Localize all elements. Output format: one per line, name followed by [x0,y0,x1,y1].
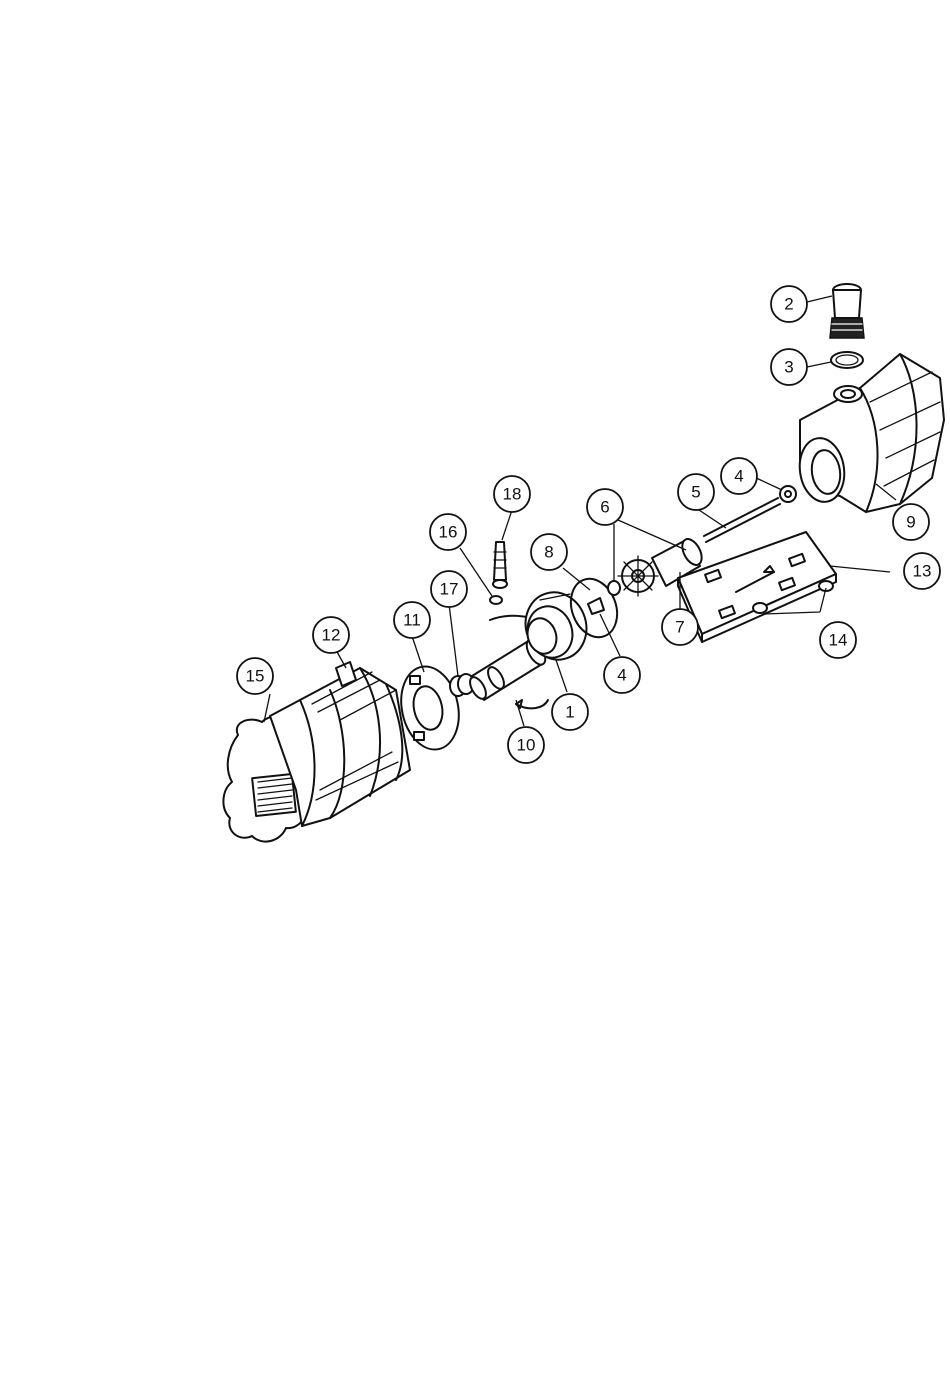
callout-8: 8 [531,534,567,570]
callout-7-label: 7 [675,618,684,637]
part-13-base-plate [678,532,836,642]
callout-6: 6 [587,489,623,525]
callout-15-label: 15 [246,667,265,686]
callout-16-label: 16 [439,523,458,542]
part-5-rod [704,498,780,542]
callout-10-label: 10 [517,736,536,755]
callout-12: 12 [313,617,349,653]
callout-3-label: 3 [784,358,793,377]
callout-11: 11 [394,602,430,638]
callout-3: 3 [771,349,807,385]
part-18-inlet-fitting [493,542,507,588]
callout-5-label: 5 [691,483,700,502]
callout-14: 14 [820,622,856,658]
callout-4-top-label: 4 [734,467,743,486]
part-9-pump-body [796,354,944,512]
callout-11-label: 11 [403,611,421,630]
callout-15: 15 [237,658,273,694]
part-2-outlet-nozzle [830,284,864,338]
callout-13: 13 [904,553,940,589]
callout-12-label: 12 [322,626,341,645]
part-3-o-ring [831,352,863,368]
callout-9-label: 9 [906,513,915,532]
callout-8-label: 8 [544,543,553,562]
callout-10: 10 [508,727,544,763]
callout-5: 5 [678,474,714,510]
callout-16: 16 [430,514,466,550]
callout-18: 18 [494,476,530,512]
callout-6-label: 6 [600,498,609,517]
part-16-washer [490,596,502,604]
callout-17-label: 17 [440,580,459,599]
callout-4-bottom: 4 [604,657,640,693]
callout-18-label: 18 [503,485,522,504]
callout-2: 2 [771,286,807,322]
callout-4-top: 4 [721,458,757,494]
part-4-bushing-top [780,486,796,502]
callout-7: 7 [662,609,698,645]
callout-17: 17 [431,571,467,607]
callout-9: 9 [893,504,929,540]
callout-13-label: 13 [913,562,932,581]
callout-2-label: 2 [784,295,793,314]
callout-14-label: 14 [829,631,848,650]
callout-1: 1 [552,694,588,730]
callout-1-label: 1 [565,703,574,722]
callout-4-bottom-label: 4 [617,666,626,685]
